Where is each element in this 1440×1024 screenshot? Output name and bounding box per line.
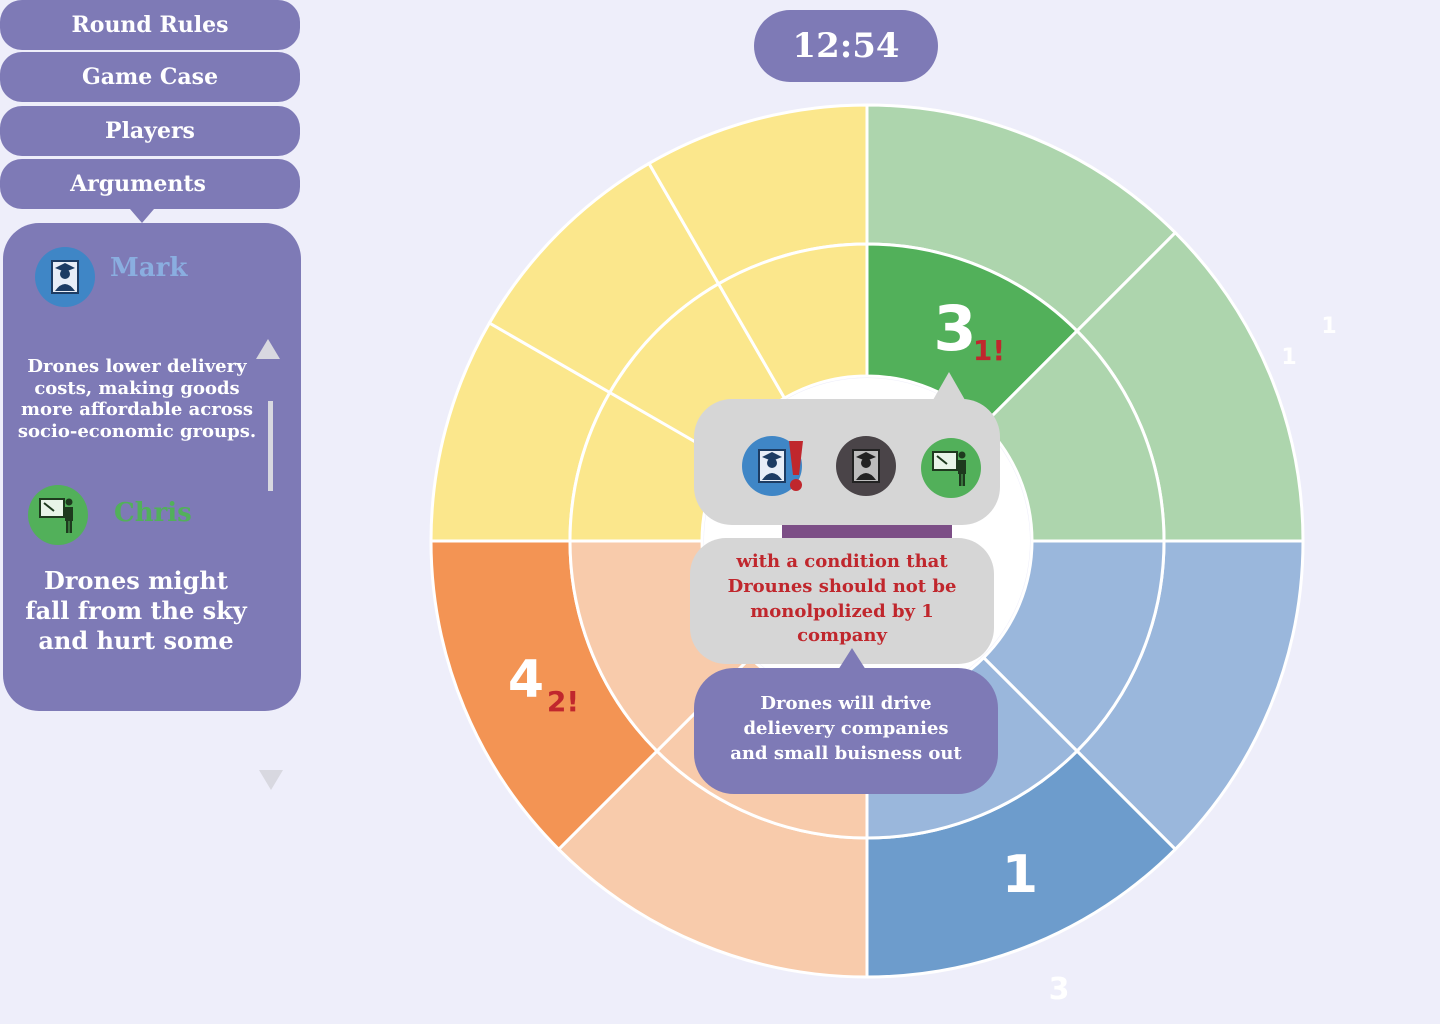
argument-bubble-pointer — [838, 648, 866, 670]
orange-score: 4 — [508, 650, 544, 710]
condition-bubble: with a condition that Drounes should not… — [690, 538, 994, 664]
selector-avatar-chris[interactable] — [921, 438, 981, 498]
outer-blue-score: 3 — [1049, 972, 1070, 1007]
outer-green-score-a: 1 — [1321, 314, 1336, 339]
graduate-icon — [51, 260, 79, 294]
graduate-icon — [852, 449, 880, 483]
green-score: 3 — [933, 292, 976, 365]
argument-bubble: Drones will drive delievery companies an… — [694, 668, 998, 794]
player-selector-bubble — [694, 399, 1000, 525]
inner-segment-yellow-3[interactable] — [716, 242, 869, 401]
green-flag: 1! — [973, 334, 1005, 367]
avatar-chris[interactable] — [28, 485, 88, 545]
graduate-icon — [758, 449, 786, 483]
arguments-panel: Mark Drones lower delivery costs, making… — [3, 223, 301, 711]
tab-game-case[interactable]: Game Case — [0, 52, 300, 102]
orange-flag: 2! — [547, 685, 579, 718]
argument-text-mark: Drones lower delivery costs, making good… — [17, 356, 257, 442]
teacher-icon — [932, 451, 966, 486]
teacher-icon — [39, 498, 73, 533]
tab-round-rules[interactable]: Round Rules — [0, 0, 300, 50]
tab-arguments[interactable]: Arguments — [0, 159, 300, 209]
scroll-down-icon[interactable] — [259, 770, 283, 790]
blue-score: 1 — [1002, 845, 1038, 905]
panel-pointer — [130, 209, 154, 223]
player-name-chris: Chris — [114, 498, 192, 528]
round-timer: 12:54 — [754, 10, 938, 82]
avatar-mark[interactable] — [35, 247, 95, 307]
condition-text: with a condition that Drounes should not… — [727, 551, 957, 647]
alert-icon — [789, 441, 803, 491]
scrollbar-thumb[interactable] — [268, 401, 273, 491]
scroll-up-icon[interactable] — [256, 339, 280, 359]
selector-avatar-neutral[interactable] — [836, 436, 896, 496]
outer-green-score-b: 1 — [1281, 345, 1296, 370]
player-name-mark: Mark — [110, 253, 188, 283]
tab-players[interactable]: Players — [0, 106, 300, 156]
argument-bubble-text: Drones will drive delievery companies an… — [730, 693, 962, 764]
selector-bubble-pointer — [933, 372, 965, 400]
argument-text-chris: Drones might fall from the sky and hurt … — [25, 566, 247, 655]
